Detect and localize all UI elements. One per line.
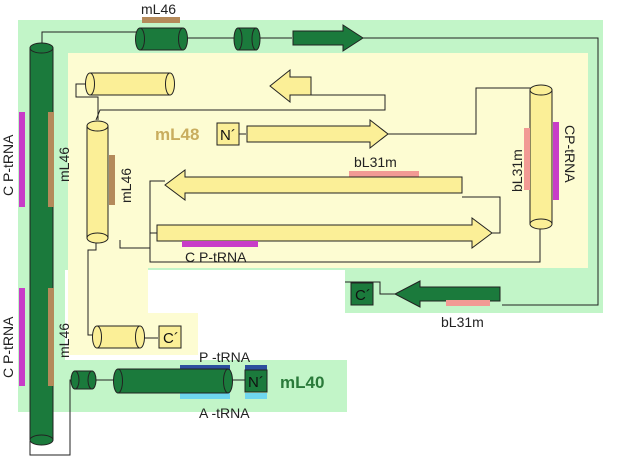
mL40-bottom-helix: [113, 368, 233, 394]
bL31m-label-bottom: bL31m: [441, 314, 484, 330]
cp-trna-label-left-lower: C P-tRNA: [0, 316, 16, 378]
cp-trna-mark-left-upper: [19, 112, 25, 207]
a-trna-mark-n: [245, 393, 267, 399]
cp-trna-label-bottom: C P-tRNA: [185, 249, 247, 265]
mL48-n-terminus-label: N´: [220, 127, 236, 144]
p-trna-mark: [180, 365, 230, 371]
mL46-mark-inner: [109, 155, 115, 205]
mL40-c-terminus-label: C´: [355, 287, 371, 304]
mL48-top-helix: [85, 72, 175, 96]
mL40-small-bottom-helix: [70, 370, 97, 390]
cp-trna-mark-right: [553, 122, 559, 200]
mL46-mark-top: [142, 17, 180, 23]
mL48-strand-3-arrow: [164, 169, 463, 201]
cp-trna-mark-bottom: [182, 241, 258, 247]
mL48-background: [68, 53, 588, 355]
mL46-label-top: mL46: [141, 1, 176, 17]
mL40-top-helix: [135, 27, 188, 51]
mL40-n-terminus-box: [244, 369, 268, 393]
mL46-mark-left-lower: [48, 288, 54, 386]
mL40-long-helix: [29, 42, 54, 446]
bL31m-mark-mid: [349, 171, 419, 177]
mL46-label-left-lower: mL46: [56, 323, 72, 358]
bL31m-label-right: bL31m: [509, 149, 525, 192]
cp-trna-label-left-upper: C P-tRNA: [0, 134, 16, 196]
mL46-label-inner: mL46: [118, 168, 134, 203]
bL31m-label-mid: bL31m: [354, 154, 397, 170]
mL48-label: mL48: [155, 125, 199, 144]
cp-trna-mark-left-lower: [19, 288, 25, 386]
p-trna-label: P -tRNA: [199, 349, 251, 365]
mL48-right-vertical-helix: [529, 84, 553, 230]
mL48-c-terminus-label: C´: [163, 330, 179, 347]
mL48-bottom-helix: [92, 325, 145, 349]
mL48-strand-2-arrow: [246, 118, 389, 150]
mL48-strand-1-arrow: [269, 68, 312, 104]
p-trna-mark-n: [245, 365, 267, 371]
bL31m-mark-right: [524, 128, 530, 190]
a-trna-mark: [180, 393, 230, 399]
mL40-c-terminus-box: [350, 282, 374, 306]
mL40-label: mL40: [280, 373, 324, 392]
mL48-c-terminus-box: [158, 325, 182, 349]
cp-trna-label-right: CP-tRNA: [562, 125, 578, 183]
mL46-mark-left-upper: [48, 112, 54, 207]
mL46-label-left-upper: mL46: [56, 147, 72, 182]
mL40-top-strand-arrow: [292, 24, 364, 52]
mL40-n-terminus-label: N´: [248, 374, 264, 391]
mL40-small-top-helix: [233, 27, 261, 51]
mL48-inner-vertical-helix: [86, 120, 109, 244]
a-trna-label: A -tRNA: [199, 405, 250, 421]
bL31m-mark-bottom: [446, 300, 490, 306]
